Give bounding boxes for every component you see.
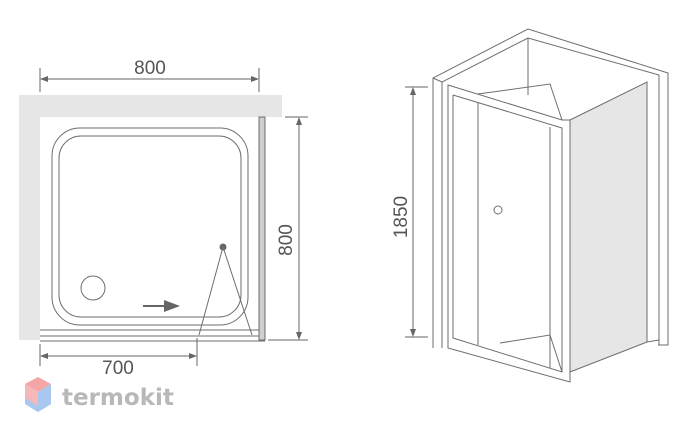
folding-door-bottom bbox=[499, 334, 563, 373]
shower-tray-outer bbox=[51, 127, 249, 326]
wall bbox=[19, 95, 282, 340]
depth-label: 800 bbox=[276, 224, 297, 256]
height-label: 1850 bbox=[391, 196, 412, 238]
fixed-glass-panel bbox=[258, 116, 266, 341]
drain-icon bbox=[80, 275, 106, 301]
door-handle-icon bbox=[493, 205, 503, 215]
door-swing-lines bbox=[198, 245, 253, 336]
perspective-view: 1850 bbox=[391, 28, 669, 383]
side-glass-panel bbox=[569, 81, 648, 373]
svg-text:termokit: termokit bbox=[62, 385, 174, 411]
folding-door-top bbox=[477, 83, 563, 121]
plan-view: 800 800 700 bbox=[19, 58, 308, 379]
width-label: 800 bbox=[134, 58, 166, 79]
door-opening-label: 700 bbox=[102, 358, 134, 379]
termokit-logo: termokit bbox=[25, 377, 174, 412]
shower-tray-inner bbox=[58, 135, 242, 318]
wall-outline bbox=[432, 28, 669, 348]
front-door-frame bbox=[447, 84, 571, 383]
